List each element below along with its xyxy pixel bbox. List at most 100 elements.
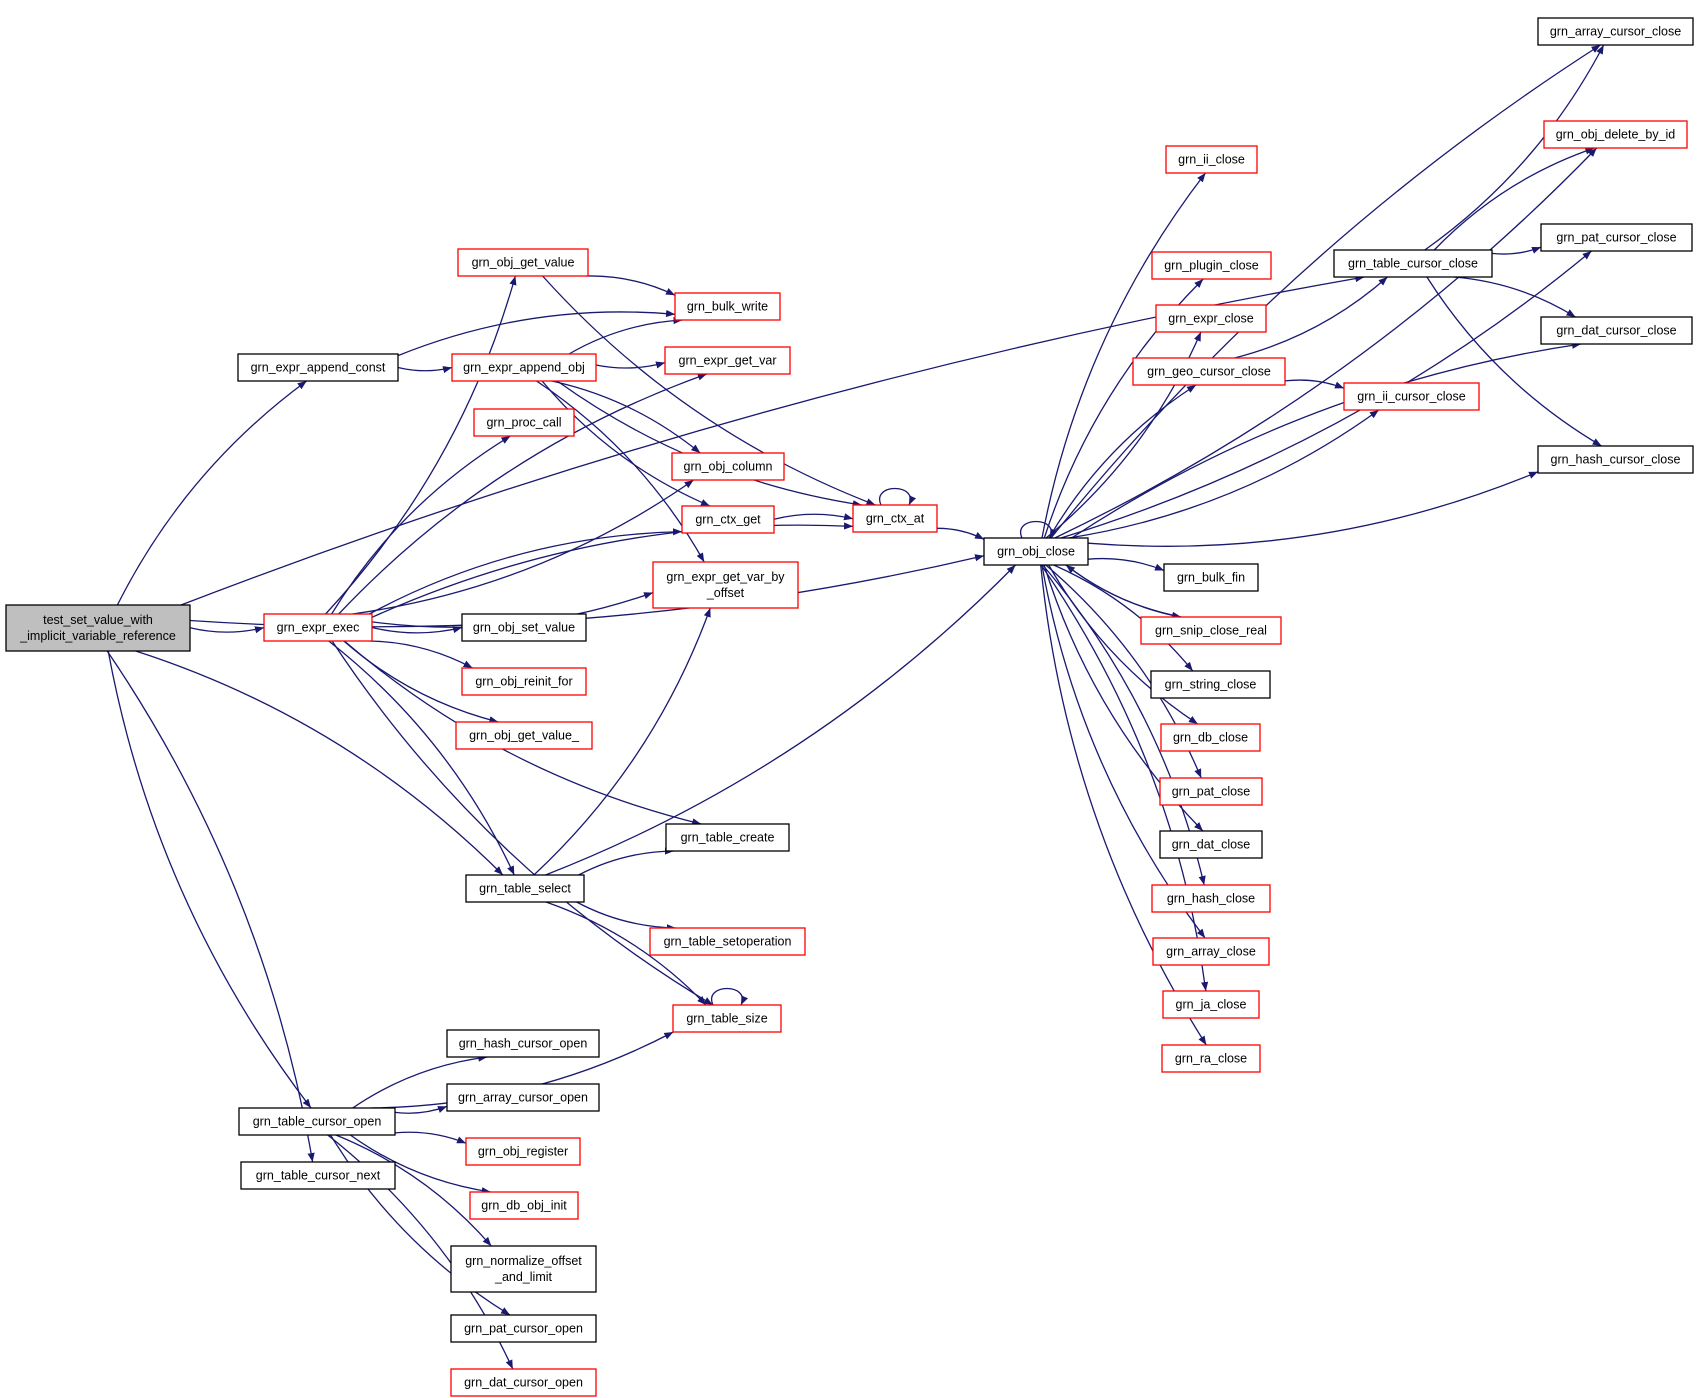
node-n_array_close[interactable]: grn_array_close — [1152, 937, 1270, 966]
node-box — [1155, 304, 1267, 333]
node-n_table_cursor_close[interactable]: grn_table_cursor_close — [1333, 249, 1493, 278]
node-box — [1140, 616, 1282, 645]
node-n_obj_delete_by_id[interactable]: grn_obj_delete_by_id — [1543, 120, 1688, 149]
edge-n_obj_close-to-n_geo_cursor_close — [1048, 384, 1197, 539]
node-n_obj_column[interactable]: grn_obj_column — [671, 452, 785, 481]
node-box — [664, 346, 791, 375]
edge-n_expr_append_obj-to-n_bulk_write — [568, 316, 683, 355]
node-n_obj_register[interactable]: grn_obj_register — [465, 1137, 581, 1166]
node-n_ra_close[interactable]: grn_ra_close — [1161, 1044, 1261, 1073]
node-n_dat_cursor_close[interactable]: grn_dat_cursor_close — [1540, 316, 1693, 345]
edge-n_expr_append_obj-to-n_ctx_get — [541, 380, 711, 507]
edge-n_expr_exec-to-n_proc_call — [331, 435, 511, 615]
node-box — [1132, 357, 1286, 386]
edge-n_table_size-to-n_table_size — [710, 987, 748, 1006]
node-n_table_size[interactable]: grn_table_size — [672, 1004, 782, 1033]
node-label: grn_dat_close — [1172, 838, 1251, 852]
node-n_obj_get_value_[interactable]: grn_obj_get_value_ — [455, 721, 593, 750]
node-n_db_close[interactable]: grn_db_close — [1160, 723, 1261, 752]
node-n_bulk_write[interactable]: grn_bulk_write — [674, 292, 781, 321]
node-n_hash_cursor_open[interactable]: grn_hash_cursor_open — [446, 1029, 600, 1058]
node-n_bulk_fin[interactable]: grn_bulk_fin — [1163, 563, 1259, 592]
edge-n_expr_append_obj-to-n_obj_column — [551, 380, 701, 454]
node-n_dat_close[interactable]: grn_dat_close — [1159, 830, 1263, 859]
node-box — [457, 248, 589, 277]
node-label: grn_plugin_close — [1164, 259, 1259, 273]
node-n_pat_cursor_open[interactable]: grn_pat_cursor_open — [450, 1314, 597, 1343]
node-root[interactable]: test_set_value_with_implicit_variable_re… — [5, 604, 191, 652]
node-n_expr_get_var_by_offset[interactable]: grn_expr_get_var_by_offset — [652, 561, 799, 609]
edge-n_ctx_at-to-n_ctx_at — [878, 487, 916, 506]
edge-n_table_cursor_open-to-n_obj_register — [394, 1131, 467, 1144]
node-label: _offset — [706, 586, 745, 600]
edge-n_geo_cursor_close-to-n_ii_cursor_close — [1284, 379, 1345, 389]
node-box — [450, 1245, 597, 1293]
edge-n_table_select-to-n_table_setoperation — [576, 901, 676, 932]
node-label: grn_dat_cursor_open — [464, 1376, 583, 1390]
node-box — [852, 504, 938, 533]
edge-n_obj_close-to-n_dat_cursor_close — [1071, 341, 1582, 539]
node-n_ctx_get[interactable]: grn_ctx_get — [681, 505, 775, 534]
node-n_string_close[interactable]: grn_string_close — [1150, 670, 1271, 699]
node-n_table_select[interactable]: grn_table_select — [465, 874, 585, 903]
edge-n_obj_close-to-n_array_cursor_close — [1050, 44, 1601, 539]
node-n_array_cursor_open[interactable]: grn_array_cursor_open — [446, 1083, 600, 1112]
node-n_table_create[interactable]: grn_table_create — [665, 823, 790, 852]
nodes-layer: test_set_value_with_implicit_variable_re… — [5, 17, 1694, 1397]
node-n_hash_close[interactable]: grn_hash_close — [1151, 884, 1271, 913]
node-label: grn_table_size — [686, 1012, 767, 1026]
node-label: grn_table_cursor_next — [256, 1169, 381, 1183]
node-n_array_cursor_close[interactable]: grn_array_cursor_close — [1537, 17, 1694, 46]
node-n_obj_get_value[interactable]: grn_obj_get_value — [457, 248, 589, 277]
node-n_expr_append_obj[interactable]: grn_expr_append_obj — [451, 353, 597, 382]
node-n_plugin_close[interactable]: grn_plugin_close — [1151, 251, 1272, 280]
node-box — [1160, 723, 1261, 752]
node-n_expr_append_const[interactable]: grn_expr_append_const — [237, 353, 399, 382]
edge-n_expr_exec-to-n_table_size — [331, 640, 714, 1006]
edge-n_table_cursor_open-to-n_array_cursor_open — [394, 1105, 448, 1114]
node-n_db_obj_init[interactable]: grn_db_obj_init — [469, 1191, 579, 1220]
node-box — [1543, 120, 1688, 149]
node-box — [652, 561, 799, 609]
node-box — [671, 452, 785, 481]
node-n_ii_cursor_close[interactable]: grn_ii_cursor_close — [1343, 382, 1480, 411]
node-n_expr_exec[interactable]: grn_expr_exec — [263, 613, 373, 642]
node-label: test_set_value_with — [43, 613, 153, 627]
node-n_normalize[interactable]: grn_normalize_offset_and_limit — [450, 1245, 597, 1293]
node-n_ja_close[interactable]: grn_ja_close — [1162, 990, 1260, 1019]
node-n_table_setoperation[interactable]: grn_table_setoperation — [649, 927, 806, 956]
node-n_table_cursor_next[interactable]: grn_table_cursor_next — [240, 1161, 396, 1190]
node-n_proc_call[interactable]: grn_proc_call — [473, 408, 575, 437]
edge-n_expr_append_obj-to-n_expr_get_var — [595, 361, 666, 369]
edge-n_table_cursor_close-to-n_pat_cursor_close — [1491, 246, 1542, 255]
edge-n_expr_exec-to-n_obj_get_value — [325, 275, 517, 615]
edge-n_expr_exec-to-n_ctx_at — [371, 522, 854, 618]
node-n_ctx_at[interactable]: grn_ctx_at — [852, 504, 938, 533]
node-label: grn_obj_register — [478, 1145, 568, 1159]
edge-root-to-n_table_cursor_open — [107, 650, 312, 1109]
node-label: grn_obj_reinit_for — [475, 675, 572, 689]
node-label: grn_obj_get_value_ — [469, 729, 580, 743]
node-label: grn_array_cursor_open — [458, 1091, 588, 1105]
node-box — [1165, 145, 1258, 174]
node-n_obj_set_value[interactable]: grn_obj_set_value — [461, 613, 587, 642]
node-n_hash_cursor_close[interactable]: grn_hash_cursor_close — [1537, 445, 1694, 474]
node-n_pat_cursor_close[interactable]: grn_pat_cursor_close — [1540, 223, 1693, 252]
node-n_expr_close[interactable]: grn_expr_close — [1155, 304, 1267, 333]
node-n_geo_cursor_close[interactable]: grn_geo_cursor_close — [1132, 357, 1286, 386]
node-label: grn_expr_get_var — [679, 354, 777, 368]
node-n_expr_get_var[interactable]: grn_expr_get_var — [664, 346, 791, 375]
node-box — [674, 292, 781, 321]
edge-n_expr_exec-to-n_obj_reinit_for — [369, 640, 473, 669]
node-label: grn_table_cursor_close — [1348, 257, 1478, 271]
node-box — [240, 1161, 396, 1190]
node-n_snip_close_real[interactable]: grn_snip_close_real — [1140, 616, 1282, 645]
node-n_obj_close[interactable]: grn_obj_close — [983, 537, 1089, 566]
node-n_table_cursor_open[interactable]: grn_table_cursor_open — [238, 1107, 396, 1136]
edge-n_expr_exec-to-n_expr_get_var — [338, 373, 708, 615]
node-n_ii_close[interactable]: grn_ii_close — [1165, 145, 1258, 174]
node-n_pat_close[interactable]: grn_pat_close — [1159, 777, 1263, 806]
node-n_dat_cursor_open[interactable]: grn_dat_cursor_open — [450, 1368, 597, 1397]
node-box — [1343, 382, 1480, 411]
node-n_obj_reinit_for[interactable]: grn_obj_reinit_for — [461, 667, 587, 696]
